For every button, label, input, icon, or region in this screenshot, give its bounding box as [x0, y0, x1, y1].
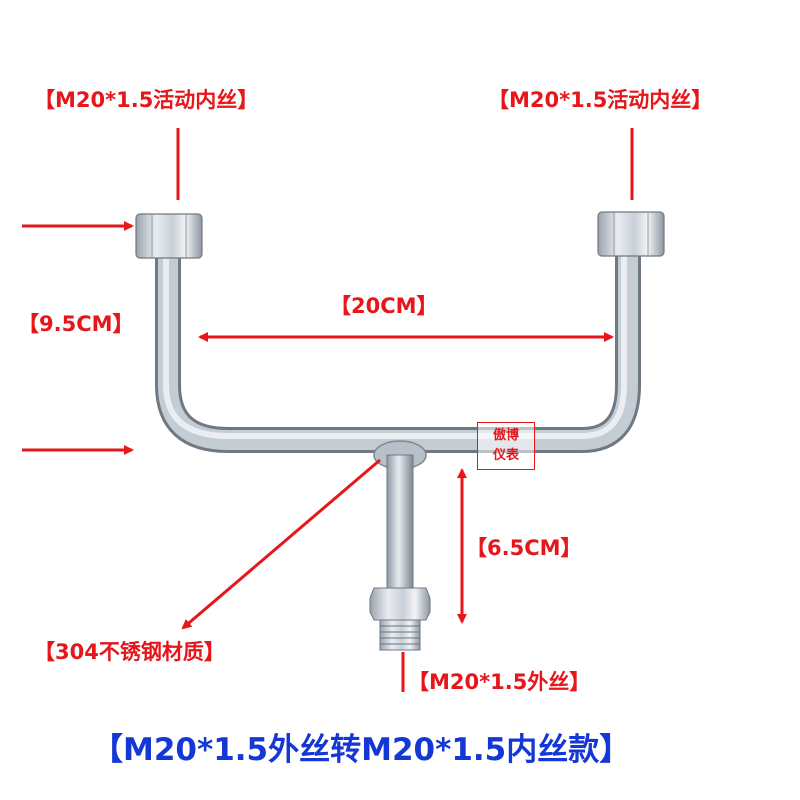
material-arrow — [181, 458, 381, 630]
caption: 【M20*1.5外丝转M20*1.5内丝款】 — [92, 732, 631, 768]
top-left-fitting-label: 【M20*1.5活动内丝】 — [34, 88, 259, 112]
bottom-fitting-label: 【M20*1.5外丝】 — [408, 670, 591, 694]
top-right-fitting-label: 【M20*1.5活动内丝】 — [488, 88, 713, 112]
width-dimension-label: 【20CM】 — [330, 294, 438, 318]
stem-dimension-label: 【6.5CM】 — [466, 536, 582, 560]
stem-pipe — [386, 454, 414, 591]
height-dimension-label: 【9.5CM】 — [18, 312, 134, 336]
top-left-nut-shape — [135, 213, 203, 259]
u-pipe — [155, 255, 641, 453]
watermark-stamp: 傲博 仪表 — [477, 422, 535, 470]
material-label: 【304不锈钢材质】 — [34, 640, 225, 664]
watermark-line2: 仪表 — [492, 448, 519, 463]
top-right-nut-shape — [597, 211, 665, 257]
watermark-line1: 傲博 — [492, 428, 519, 443]
bottom-fitting-shape — [369, 587, 431, 651]
